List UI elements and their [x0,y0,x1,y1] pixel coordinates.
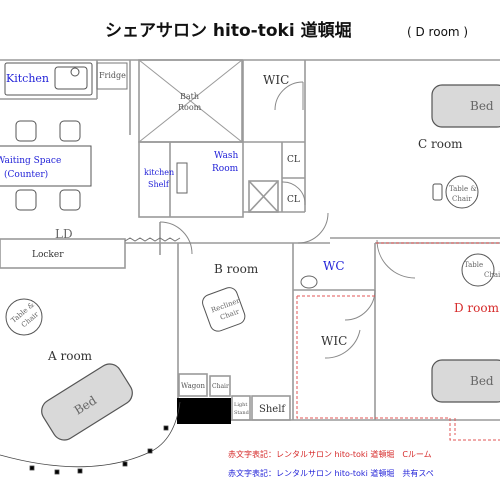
label-table-d-1: Table [464,261,483,269]
label-waiting-1: Waiting Space [0,156,61,166]
label-wic-top: WIC [263,73,289,87]
label-locker: Locker [32,250,64,260]
label-a-room: A room [47,349,93,363]
partition-zigzag [124,237,181,242]
toilet [300,275,318,289]
label-table-c-1: Table & [449,185,477,193]
label-wash-1: Wash [214,151,238,161]
label-bath-2: Room [178,103,202,112]
label-kitchen-shelf-1: kitchen [144,168,174,177]
label-kitchen-shelf-2: Shelf [148,180,170,189]
label-c-room: C room [418,137,463,151]
note-red: 赤文字表記：レンタルサロン hito-toki 道頓堀 Cルーム [228,449,432,459]
label-wic-d: WIC [321,334,347,348]
plan-title: シェアサロン hito-toki 道頓堀 [105,20,352,41]
label-wagon: Wagon [181,382,205,390]
label-light-1: Light [234,402,247,408]
label-waiting-2: (Counter) [4,169,48,180]
label-table-c-2: Chair [452,195,472,203]
plan-subtitle: ( D room ) [407,25,468,39]
label-b-room: B room [214,262,259,276]
label-d-room: D room [454,301,500,315]
door-arcs [159,81,416,359]
curtain-line [0,401,181,475]
label-kitchen: Kitchen [6,72,49,85]
label-wash-2: Room [212,164,239,174]
label-cl-upper: CL [287,155,300,165]
note-blue: 赤文字表記：レンタルサロン hito-toki 道頓堀 共有スペ [228,468,434,478]
wash-sink [176,162,188,194]
fridge [96,62,128,90]
label-wc: WC [323,259,345,273]
label-light-2: Stand [234,410,250,416]
label-bed-d: Bed [470,374,494,388]
waiting-counter [0,120,92,211]
label-chair-small: Chair [212,383,229,390]
black-block [177,398,231,424]
kitchen-counter [4,62,93,96]
label-cl-lower: CL [287,195,300,205]
label-shelf: Shelf [259,404,286,415]
label-fridge: Fridge [99,71,126,80]
label-bed-c: Bed [470,99,494,113]
label-bath-1: Bath [180,92,199,101]
bath-cross [138,59,243,143]
label-table-d-2: Chai [484,271,500,279]
walls [0,59,500,421]
label-ld: LD [55,227,73,241]
table-chairs [5,175,495,336]
d-room-boundary [296,242,500,441]
beds [41,84,500,441]
